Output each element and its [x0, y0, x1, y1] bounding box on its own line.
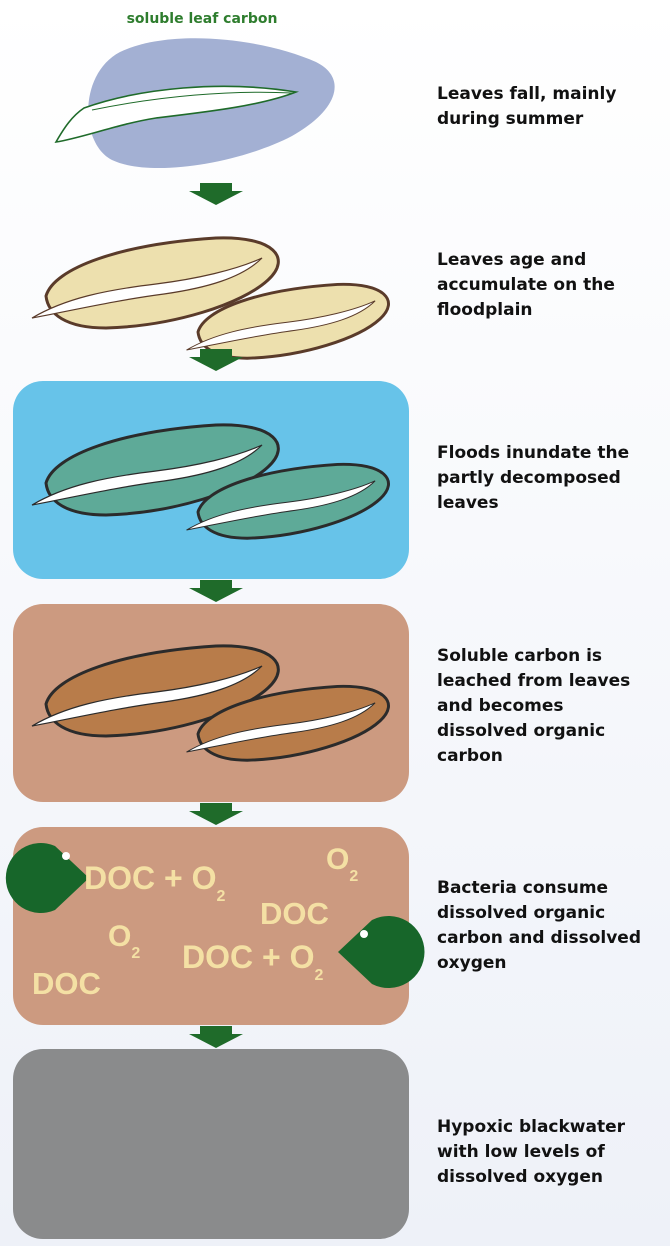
soluble-leaf-carbon-label: soluble leaf carbon — [127, 11, 278, 27]
caption-accumulate: Leaves age and accumulate on the floodpl… — [437, 248, 670, 323]
caption-bacteria: Bacteria consume dissolved organic carbo… — [437, 876, 670, 976]
caption-leach: Soluble carbon is leached from leaves an… — [437, 644, 670, 769]
caption-flood: Floods inundate the partly decomposed le… — [437, 441, 670, 516]
doc-middle: DOC — [260, 896, 329, 931]
caption-hypoxic: Hypoxic blackwater with low levels of di… — [437, 1115, 670, 1190]
stage-flood-illustration — [13, 381, 409, 579]
caption-leaf-fall: Leaves fall, mainly during summer — [437, 82, 670, 132]
doc-bottom-left: DOC — [32, 966, 101, 1001]
hypoxic-water-panel — [13, 1049, 409, 1239]
stage-leach-illustration — [13, 604, 409, 802]
stage-bacteria-illustration: DOC + O2 O2 DOC O2 DOC DOC + O2 — [6, 827, 425, 1025]
